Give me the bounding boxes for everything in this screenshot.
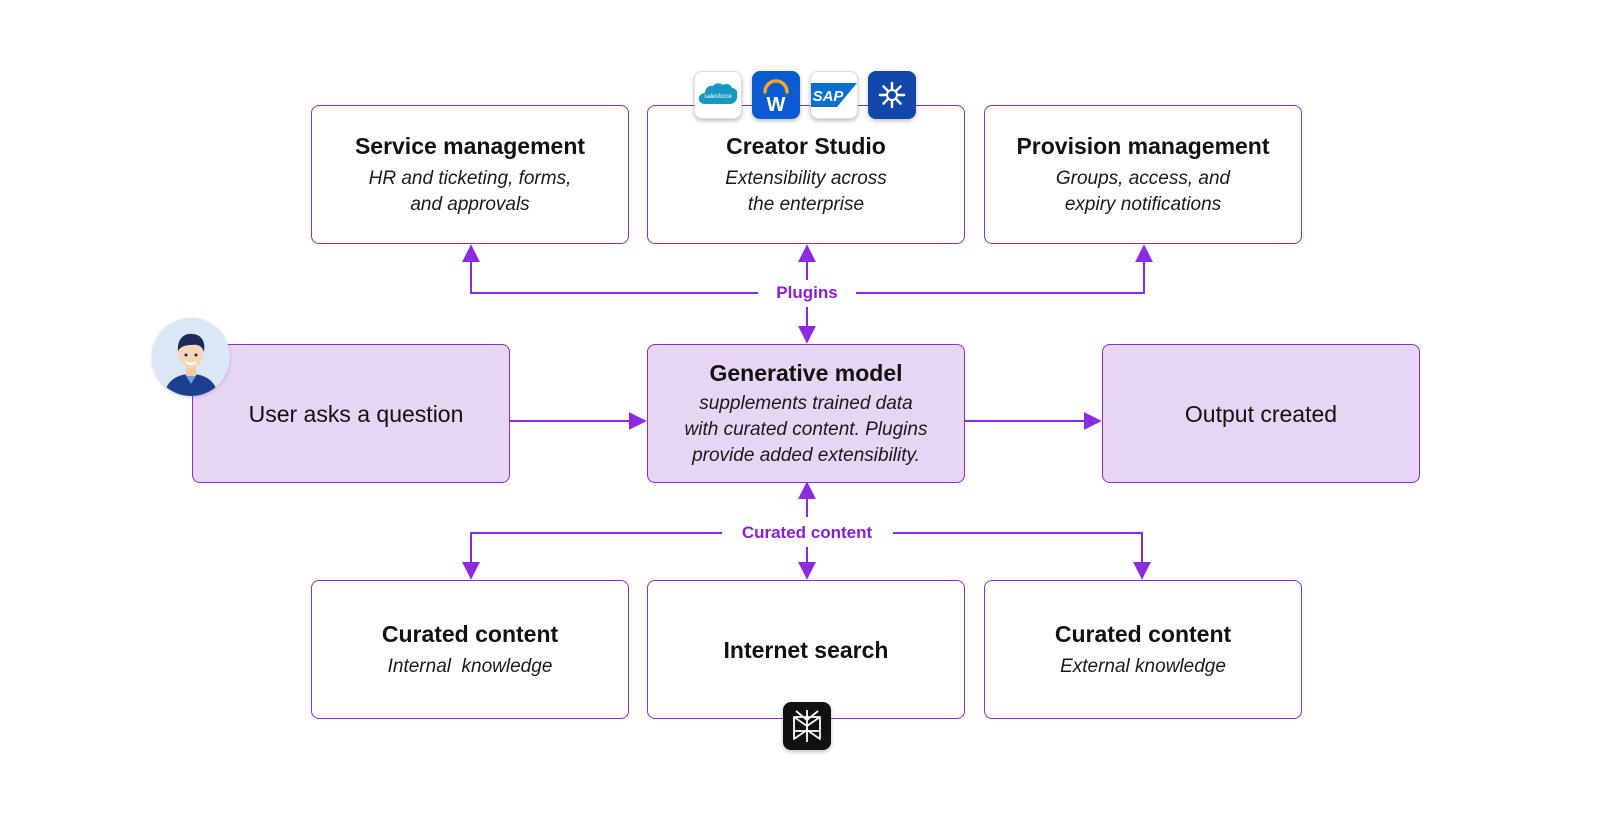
- curated-external-title: Curated content: [1054, 620, 1232, 647]
- sap-logo: SAP: [810, 71, 858, 119]
- workday-icon: W: [763, 79, 789, 115]
- service-management-box: Service management HR and ticketing, for…: [311, 105, 629, 244]
- curated-to-external-arrow: [893, 532, 1151, 580]
- curated-to-internal-arrow: [462, 532, 722, 580]
- internet-search-title: Internet search: [723, 636, 889, 663]
- curated-external-box: Curated content External knowledge: [984, 580, 1302, 719]
- workday-logo: W: [752, 71, 800, 119]
- sap-icon: SAP: [811, 83, 857, 107]
- plugins-to-provision-arrow: [856, 244, 1153, 294]
- user-question-box: User asks a question: [192, 344, 510, 483]
- plugins-label: Plugins: [768, 283, 846, 303]
- salesforce-cloud-icon: salesforce: [698, 83, 738, 104]
- curated-external-subtitle: External knowledge: [1060, 655, 1226, 677]
- sap-logo-text: SAP: [813, 88, 845, 105]
- provision-management-title: Provision management: [1016, 132, 1270, 159]
- generative-model-title: Generative model: [709, 359, 903, 386]
- output-box: Output created: [1102, 344, 1420, 483]
- internet-search-box: Internet search: [647, 580, 965, 719]
- generative-model-box: Generative model supplements trained dat…: [647, 344, 965, 483]
- curated-internal-subtitle: Internal knowledge: [387, 655, 553, 677]
- creator-studio-box: Creator Studio Extensibility across the …: [647, 105, 965, 244]
- asterisk-badge-logo: [868, 71, 916, 119]
- salesforce-logo: salesforce: [694, 71, 742, 119]
- plugins-to-service-arrow: [462, 244, 758, 294]
- user-question-label: User asks a question: [248, 400, 464, 427]
- output-label: Output created: [1184, 400, 1338, 427]
- user-avatar: [152, 318, 230, 396]
- creator-studio-subtitle: Extensibility across the enterprise: [725, 167, 887, 215]
- provision-management-box: Provision management Groups, access, and…: [984, 105, 1302, 244]
- curated-internal-title: Curated content: [381, 620, 559, 647]
- perplexity-icon: [793, 710, 821, 742]
- provision-management-subtitle: Groups, access, and expiry notifications: [1055, 167, 1231, 215]
- user-avatar-icon: [164, 333, 218, 396]
- asterisk-badge-icon: [878, 81, 906, 109]
- creator-studio-title: Creator Studio: [726, 132, 886, 159]
- curated-internal-box: Curated content Internal knowledge: [311, 580, 629, 719]
- salesforce-logo-text: salesforce: [704, 94, 732, 100]
- service-management-subtitle: HR and ticketing, forms, and approvals: [368, 167, 572, 215]
- workday-logo-text: W: [767, 94, 786, 115]
- generative-model-subtitle: supplements trained data with curated co…: [684, 392, 928, 466]
- curated-content-label: Curated content: [733, 523, 881, 543]
- perplexity-logo: [783, 702, 831, 750]
- service-management-title: Service management: [354, 132, 586, 159]
